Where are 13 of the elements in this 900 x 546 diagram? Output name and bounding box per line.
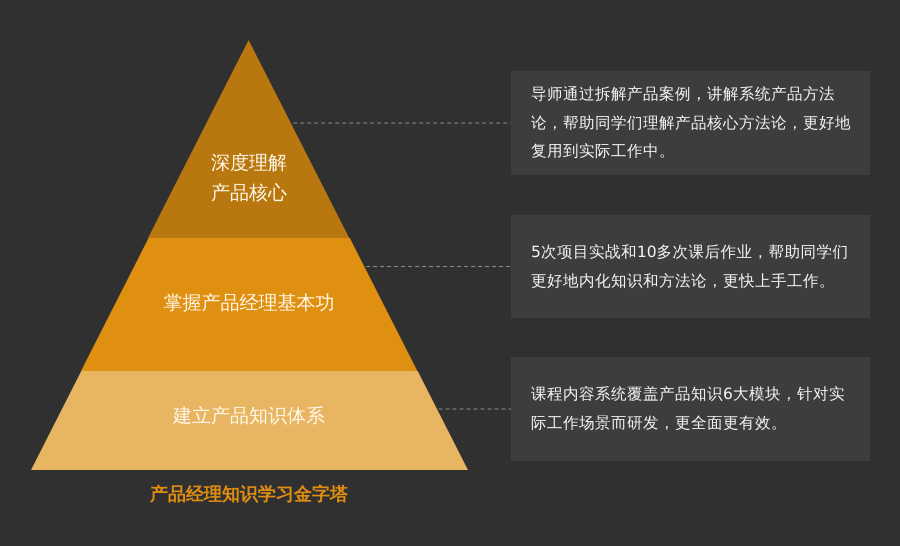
description-card: [511, 357, 870, 461]
description-card: [511, 71, 870, 175]
description-card: [511, 215, 870, 318]
layer-label: 掌握产品经理基本功: [162, 291, 336, 316]
leader-line: [292, 122, 512, 124]
pyramid-caption: 产品经理知识学习金字塔: [149, 483, 349, 506]
leader-line: [438, 408, 512, 410]
description-text: 导师通过拆解产品案例，讲解系统产品方法论，帮助同学们理解产品核心方法论，更好地复用到实际工作中。: [531, 84, 852, 162]
layer-label: 深度理解产品核心: [210, 151, 288, 206]
leader-line: [366, 266, 512, 267]
layer-label: 建立产品知识体系: [172, 404, 326, 429]
description-text: 5次项目实战和10多次课后作业，帮助同学们更好地内化知识和方法论，更快上手工作。: [531, 242, 850, 292]
description-text: 课程内容系统覆盖产品知识6大模块，针对实际工作场景而研发，更全面更有效。: [531, 384, 846, 434]
